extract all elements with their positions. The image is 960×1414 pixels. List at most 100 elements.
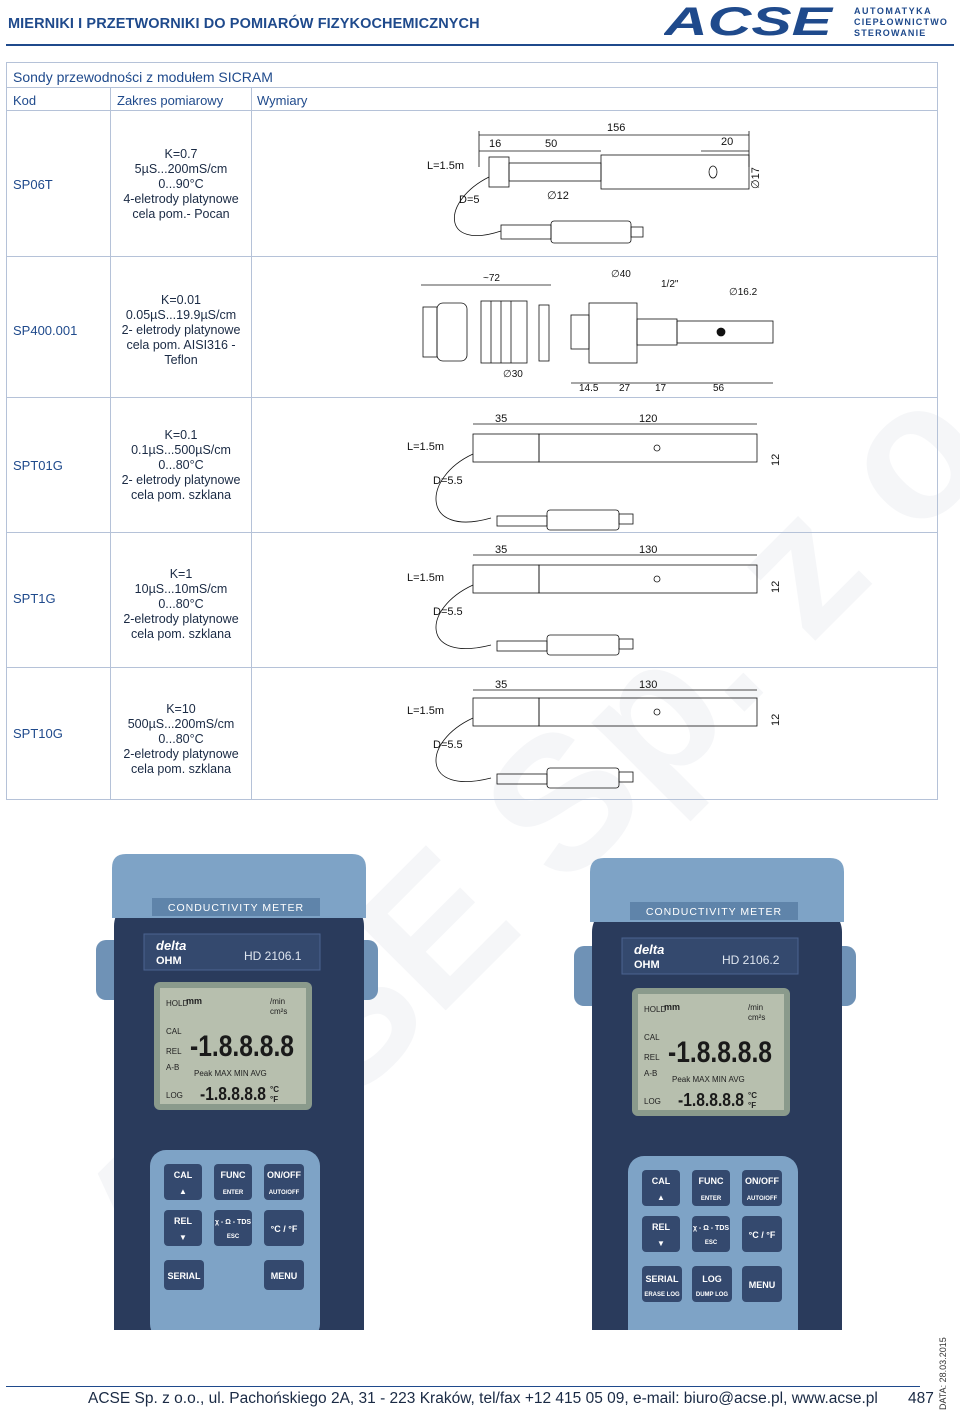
dim-label: 50 (545, 138, 557, 150)
dim-label: L=1.5m (407, 705, 444, 717)
dim-label: 27 (619, 383, 631, 394)
log-button[interactable] (692, 1266, 732, 1302)
rel-button[interactable] (642, 1216, 680, 1252)
menu-button[interactable] (742, 1266, 782, 1302)
date-stamp: DATA: 28.03.2015 (938, 1337, 948, 1410)
lcd-main-reading: -1.8.8.8.8 (668, 1036, 772, 1069)
dim-label: D=5.5 (433, 739, 463, 751)
divider (7, 110, 937, 111)
probe-drawing: L=1.5m D=5.5 35 130 12 (407, 679, 782, 789)
rel-button[interactable] (164, 1210, 202, 1246)
dim-label: ∅40 (611, 269, 631, 280)
model-name: HD 2106.2 (722, 953, 780, 967)
onoff-button[interactable] (742, 1170, 782, 1206)
onoff-button[interactable] (264, 1164, 304, 1200)
cal-button[interactable] (642, 1170, 680, 1206)
button-label: ON/OFF (745, 1176, 779, 1186)
func-button[interactable] (214, 1164, 252, 1200)
probe-spec: K=0.1 0.1µS...500µS/cm 0...80°C 2- eletr… (111, 428, 251, 503)
up-arrow-icon: ▲ (179, 1187, 187, 1196)
table-row: SP06T K=0.7 5µS...200mS/cm 0...90°C 4-el… (7, 111, 939, 256)
divider (7, 667, 937, 668)
button-label: SERIAL (645, 1274, 679, 1284)
unit-button[interactable] (264, 1210, 304, 1246)
dim-label: 130 (639, 679, 657, 691)
dim-label: D=5 (459, 194, 480, 206)
company-address: ACSE Sp. z o.o., ul. Pachońskiego 2A, 31… (88, 1390, 878, 1407)
table-row: SP400.001 K=0.01 0.05µS...19.9µS/cm 2- e… (7, 257, 939, 397)
probe-code: SP06T (13, 177, 53, 192)
dim-label: 12 (770, 581, 782, 593)
button-label: REL (174, 1216, 193, 1226)
serial-button[interactable] (164, 1260, 204, 1290)
cal-button[interactable] (164, 1164, 202, 1200)
probe-drawing: L=1.5m D=5.5 35 130 12 (407, 544, 782, 656)
footer-rule (6, 1386, 920, 1387)
dim-label: ∅16.2 (729, 287, 758, 298)
probe-shape (421, 284, 774, 384)
acse-logo: ACSE AUTOMATYKA CIEPŁOWNICTWO STEROWANIE (664, 4, 947, 38)
spec-line: K=0.01 (161, 293, 201, 307)
probe-table: Sondy przewodności z modułem SICRAM Kod … (6, 62, 938, 800)
device-label: CONDUCTIVITY METER (646, 906, 782, 918)
spec-line: cela pom. szklana (130, 762, 232, 776)
dim-label: 156 (607, 122, 625, 134)
col-header-range: Zakres pomiarowy (117, 93, 224, 108)
lcd-display (160, 988, 306, 1104)
button-label: FUNC (699, 1176, 724, 1186)
button-label: MENU (271, 1271, 298, 1281)
down-arrow-icon: ▼ (179, 1233, 187, 1242)
lcd-label: /min (270, 997, 285, 1006)
page-number: 487 (908, 1390, 934, 1407)
lcd-sub-reading: -1.8.8.8.8 (678, 1090, 744, 1110)
mode-button[interactable] (692, 1216, 730, 1252)
button-label: DUMP LOG (696, 1292, 729, 1298)
dim-label: 35 (495, 544, 507, 556)
dim-label: 16 (489, 138, 501, 150)
lcd-label: LOG (166, 1091, 183, 1100)
lcd-label: °C (270, 1085, 279, 1094)
dim-label: L=1.5m (407, 441, 444, 453)
probe-shape (435, 554, 758, 656)
dim-label: 120 (639, 413, 657, 425)
meter-images: CONDUCTIVITY METER delta OHM HD 2106.1 H… (96, 854, 856, 1330)
lcd-label: A-B (644, 1069, 657, 1078)
button-label: CAL (652, 1176, 671, 1186)
lcd-label: HOLD (644, 1005, 666, 1014)
probe-drawing: L=1.5m D=5 16 50 156 20 ∅12 ∅17 (427, 122, 762, 244)
dim-label: D=5.5 (433, 606, 463, 618)
button-label: AUTO/OFF (747, 1196, 778, 1202)
spec-line: 10µS...10mS/cm (134, 582, 228, 596)
table-row: SPT10G K=10 500µS...200mS/cm 0...80°C 2-… (7, 668, 939, 800)
button-label: χ - Ω - TDS (693, 1225, 729, 1232)
button-label: AUTO/OFF (269, 1190, 300, 1196)
spec-line: 0...80°C (158, 458, 204, 472)
lcd-label: cm²s (270, 1007, 287, 1016)
spec-line: K=0.1 (164, 428, 198, 442)
button-label: REL (652, 1222, 671, 1232)
button-label: MENU (749, 1280, 776, 1290)
lcd-label: Peak MAX MIN AVG (672, 1075, 745, 1084)
probe-spec: K=10 500µS...200mS/cm 0...80°C 2-eletrod… (111, 702, 251, 777)
logo-text: ACSE (664, 4, 834, 38)
button-label: CAL (174, 1170, 193, 1180)
lcd-label: mm (664, 1002, 680, 1012)
dim-label: ~72 (483, 273, 500, 284)
divider (7, 87, 937, 88)
menu-button[interactable] (264, 1260, 304, 1290)
mode-button[interactable] (214, 1210, 252, 1246)
func-button[interactable] (692, 1170, 730, 1206)
spec-line: cela pom. szklana (130, 488, 232, 502)
spec-line: 0.05µS...19.9µS/cm (125, 308, 237, 322)
dim-label: 12 (770, 454, 782, 466)
unit-button[interactable] (742, 1216, 782, 1252)
page-header: MIERNIKI I PRZETWORNIKI DO POMIARÓW FIZY… (0, 0, 960, 46)
lcd-label: A-B (166, 1063, 179, 1072)
table-caption: Sondy przewodności z modułem SICRAM (13, 69, 273, 85)
table-row: SPT01G K=0.1 0.1µS...500µS/cm 0...80°C 2… (7, 398, 939, 532)
serial-button[interactable] (642, 1266, 682, 1302)
divider (110, 87, 111, 799)
dim-label: 12 (770, 714, 782, 726)
meter-hd2106-1: CONDUCTIVITY METER delta OHM HD 2106.1 H… (96, 854, 378, 1330)
logo-line1: AUTOMATYKA (854, 6, 932, 16)
